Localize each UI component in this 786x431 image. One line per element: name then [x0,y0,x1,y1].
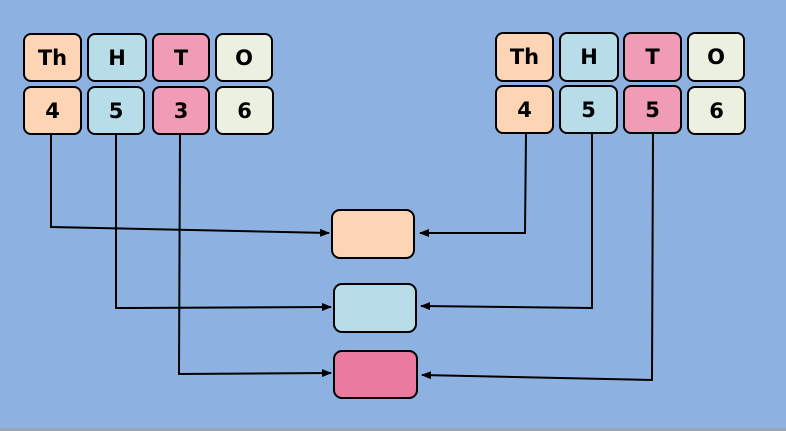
right-digit-thousands: 4 [495,85,554,134]
right-header-hundreds: H [559,32,619,82]
right-digit-ones: 6 [687,86,746,135]
left-header-ones: O [215,33,273,82]
left-digit-tens: 3 [152,86,210,135]
left-header-hundreds: H [87,33,147,82]
compare-box-thousands [331,209,415,259]
right-header-ones: O [687,32,745,82]
right-digit-hundreds: 5 [559,85,618,134]
arrow-right-tens [421,133,654,382]
left-header-tens: T [152,33,210,82]
compare-box-tens [333,350,418,399]
arrow-right-thousands [419,133,527,237]
arrow-left-hundreds [115,135,332,312]
arrow-right-hundreds [420,134,593,311]
right-header-thousands: Th [495,32,554,82]
bottom-border [0,428,786,431]
compare-box-hundreds [333,283,417,333]
left-digit-ones: 6 [215,86,274,135]
left-digit-thousands: 4 [23,86,82,135]
arrow-left-tens [177,134,332,378]
arrow-left-thousands [50,135,330,237]
right-header-tens: T [623,32,682,82]
left-header-thousands: Th [23,33,82,82]
right-digit-tens: 5 [623,85,682,134]
left-digit-hundreds: 5 [87,86,145,135]
